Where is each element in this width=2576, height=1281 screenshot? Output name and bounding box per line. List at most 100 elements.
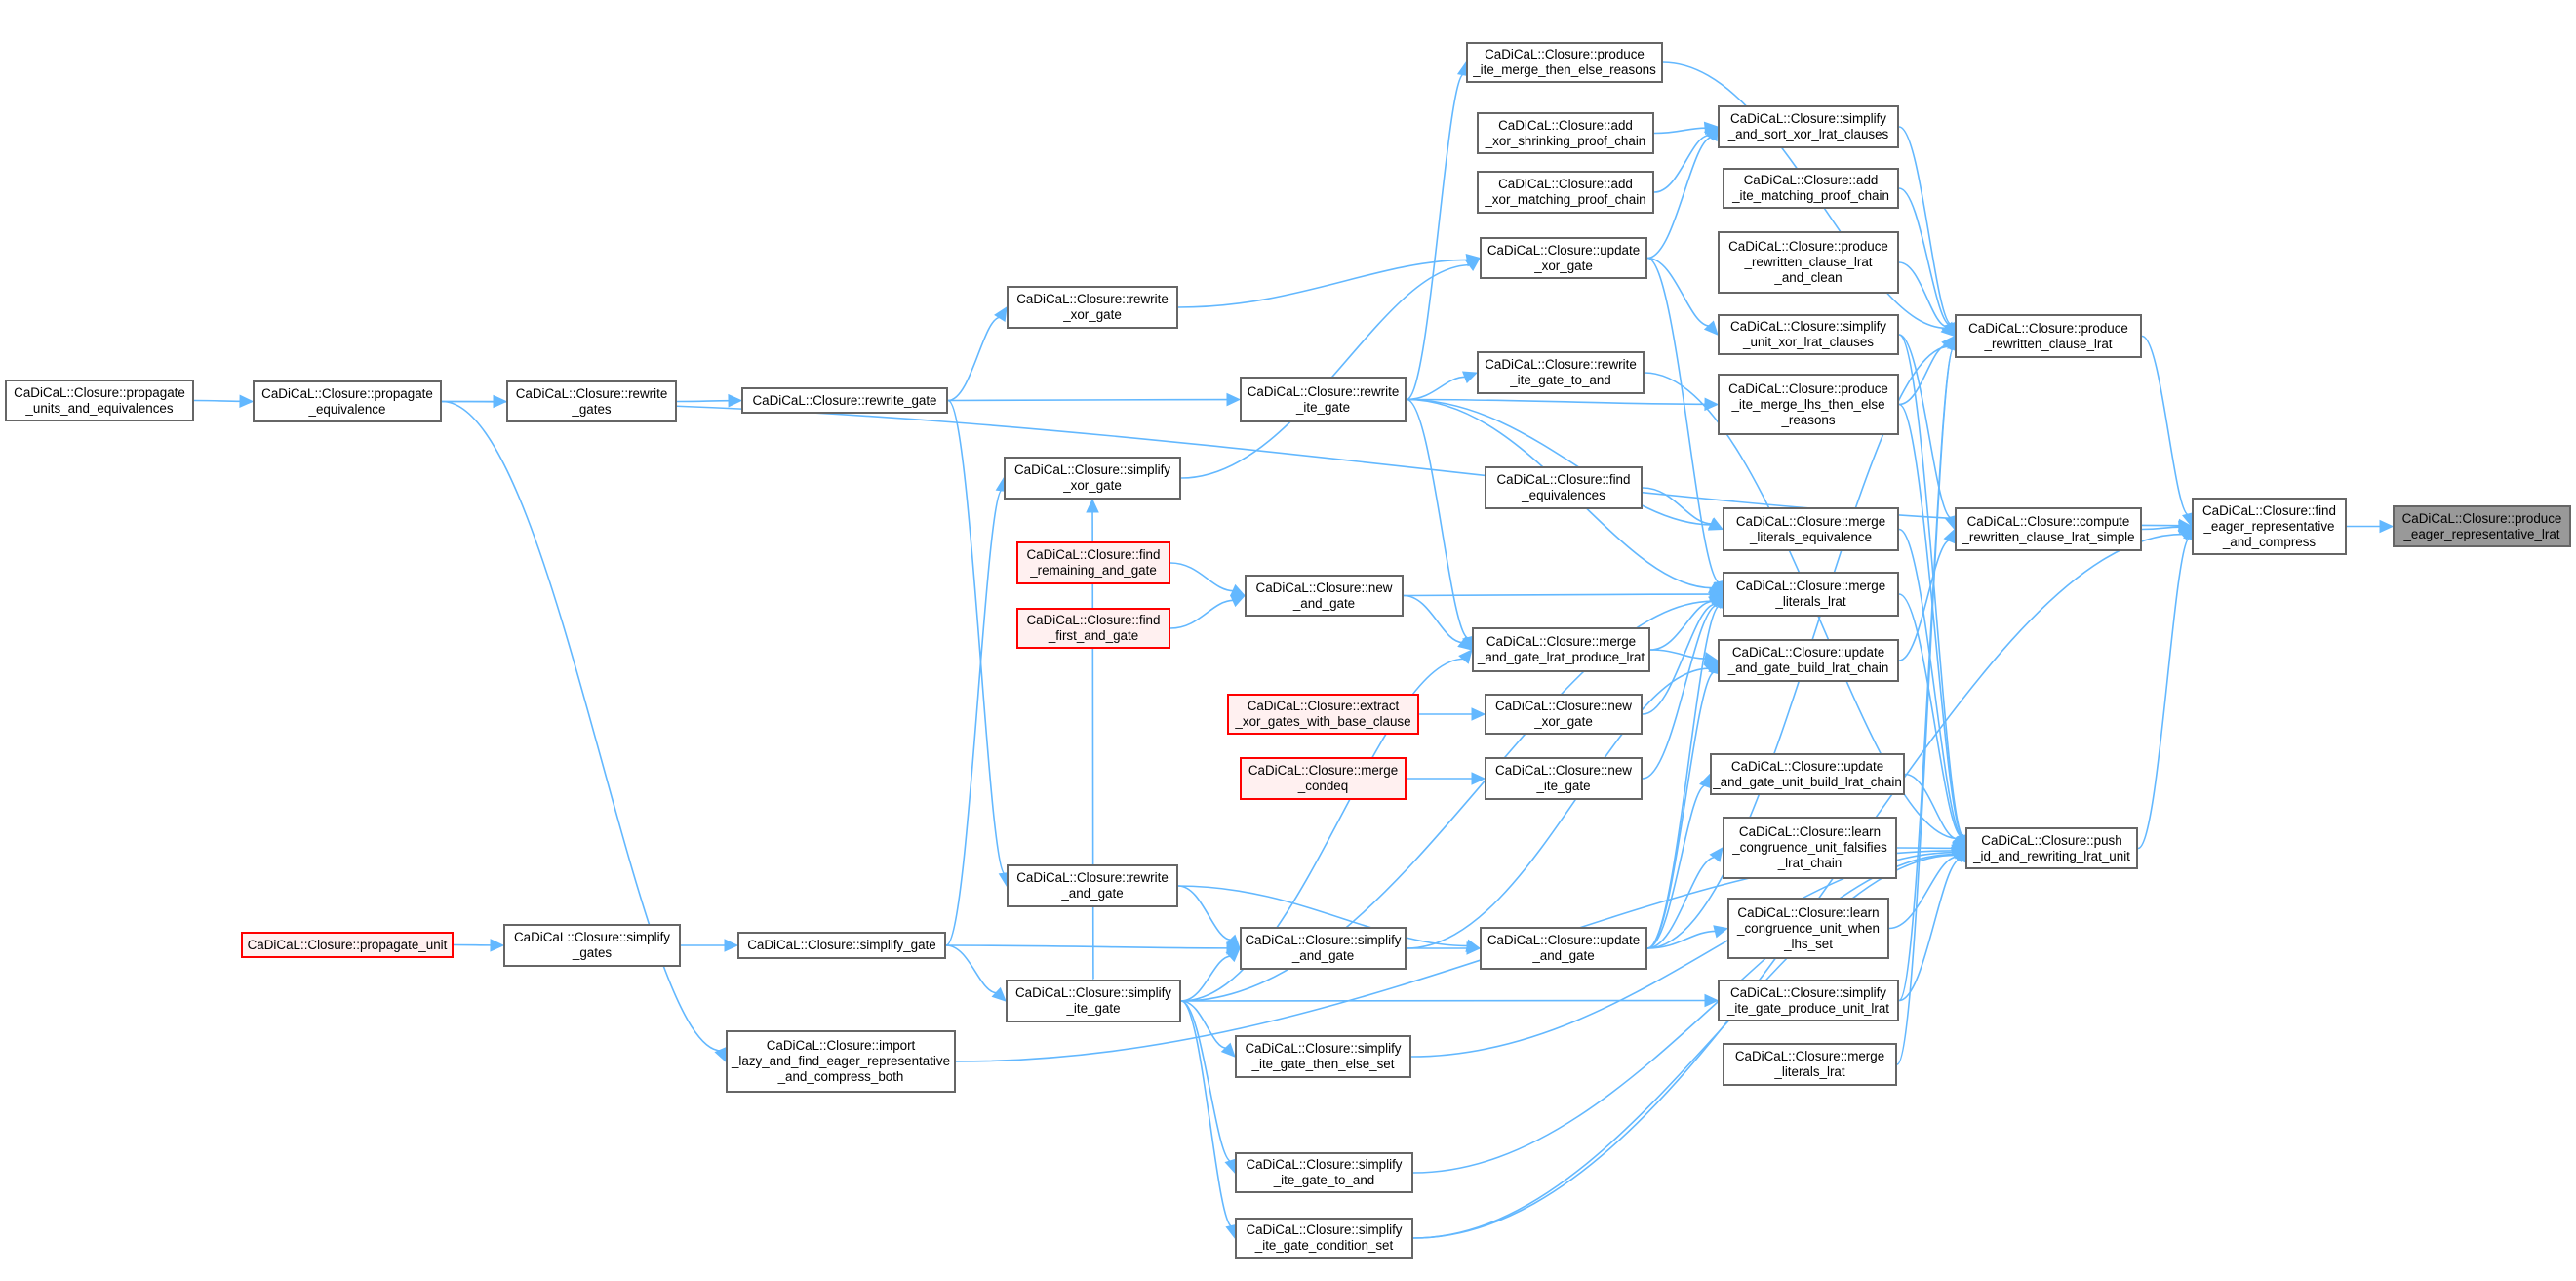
node-label: CaDiCaL::Closure::find _equivalences xyxy=(1496,472,1631,502)
node-update-and-gate[interactable]: CaDiCaL::Closure::update _and_gate xyxy=(1480,927,1647,970)
node-learn-congruence-unit-falsifies-lrat-chain[interactable]: CaDiCaL::Closure::learn _congruence_unit… xyxy=(1723,817,1897,879)
node-simplify-and-gate[interactable]: CaDiCaL::Closure::simplify _and_gate xyxy=(1240,927,1407,970)
node-find-equivalences[interactable]: CaDiCaL::Closure::find _equivalences xyxy=(1485,466,1643,509)
node-simplify-and-sort-xor-lrat-clauses[interactable]: CaDiCaL::Closure::simplify _and_sort_xor… xyxy=(1718,105,1899,148)
arrowhead-icon xyxy=(1709,847,1724,862)
node-extract-xor-gates-with-base-clause[interactable]: CaDiCaL::Closure::extract _xor_gates_wit… xyxy=(1227,694,1419,735)
edge-n25-to-n20 xyxy=(1649,600,1714,651)
node-new-ite-gate[interactable]: CaDiCaL::Closure::new _ite_gate xyxy=(1485,757,1643,800)
edge-n15-to-n47 xyxy=(1898,334,1953,519)
node-label: CaDiCaL::Closure::simplify _and_gate xyxy=(1245,933,1402,963)
node-simplify-ite-gate-produce-unit-lrat[interactable]: CaDiCaL::Closure::simplify _ite_gate_pro… xyxy=(1718,980,1899,1021)
edge-n42-to-n46 xyxy=(1180,1000,1234,1228)
node-label: CaDiCaL::Closure::learn _congruence_unit… xyxy=(1737,904,1880,951)
node-label: CaDiCaL::Closure::learn _congruence_unit… xyxy=(1732,824,1887,870)
node-propagate-equivalence[interactable]: CaDiCaL::Closure::propagate _equivalence xyxy=(253,380,442,422)
node-update-and-gate-unit-build-lrat-chain[interactable]: CaDiCaL::Closure::update _and_gate_unit_… xyxy=(1710,753,1905,795)
node-label: CaDiCaL::Closure::rewrite_gate xyxy=(752,392,937,408)
node-produce-rewritten-clause-lrat[interactable]: CaDiCaL::Closure::produce _rewritten_cla… xyxy=(1955,314,2142,358)
node-compute-rewritten-clause-lrat-simple[interactable]: CaDiCaL::Closure::compute _rewritten_cla… xyxy=(1955,507,2142,551)
node-new-and-gate[interactable]: CaDiCaL::Closure::new _and_gate xyxy=(1245,575,1404,617)
node-label: CaDiCaL::Closure::update _and_gate_build… xyxy=(1727,645,1889,675)
edge-n42-to-n45 xyxy=(1180,1000,1232,1163)
arrowhead-icon xyxy=(1713,925,1729,939)
node-simplify-ite-gate-to-and[interactable]: CaDiCaL::Closure::simplify _ite_gate_to_… xyxy=(1235,1152,1413,1193)
node-propagate-unit[interactable]: CaDiCaL::Closure::propagate_unit xyxy=(241,932,454,958)
arrowhead-icon xyxy=(1465,257,1481,271)
node-find-first-and-gate[interactable]: CaDiCaL::Closure::find _first_and_gate xyxy=(1016,608,1170,649)
arrowhead-icon xyxy=(1704,397,1720,412)
node-simplify-gate[interactable]: CaDiCaL::Closure::simplify_gate xyxy=(737,932,946,959)
edge-n13-to-n48 xyxy=(1898,187,1952,327)
arrowhead-icon xyxy=(1708,593,1724,608)
edge-n33-to-n32 xyxy=(1888,856,1958,930)
node-rewrite-gate[interactable]: CaDiCaL::Closure::rewrite_gate xyxy=(741,387,948,414)
node-label: CaDiCaL::Closure::propagate _units_and_e… xyxy=(14,384,185,416)
edge-n19-to-n32 xyxy=(1898,528,1963,838)
edge-n42-to-n7 xyxy=(1091,510,1094,981)
edge-n7-to-n8 xyxy=(1180,263,1471,479)
node-new-xor-gate[interactable]: CaDiCaL::Closure::new _xor_gate xyxy=(1485,694,1643,735)
node-simplify-gates[interactable]: CaDiCaL::Closure::simplify _gates xyxy=(503,924,681,967)
node-import-lazy-and-find-eager-representative-and-compress-both[interactable]: CaDiCaL::Closure::import _lazy_and_find_… xyxy=(726,1030,956,1093)
node-produce-ite-merge-lhs-then-else-reasons[interactable]: CaDiCaL::Closure::produce _ite_merge_lhs… xyxy=(1718,374,1899,435)
arrowhead-icon xyxy=(1951,844,1967,858)
node-add-xor-matching-proof-chain[interactable]: CaDiCaL::Closure::add _xor_matching_proo… xyxy=(1477,171,1654,214)
edge-n22-to-n24 xyxy=(1169,562,1235,592)
arrowhead-icon xyxy=(1471,707,1486,721)
edge-n39-to-n7 xyxy=(945,489,1004,946)
node-merge-literals-lrat[interactable]: CaDiCaL::Closure::merge _literals_lrat xyxy=(1723,1043,1897,1086)
node-label: CaDiCaL::Closure::produce _eager_represe… xyxy=(2401,510,2562,541)
node-label: CaDiCaL::Closure::push _id_and_rewriting… xyxy=(1973,832,2130,863)
node-add-xor-shrinking-proof-chain[interactable]: CaDiCaL::Closure::add _xor_shrinking_pro… xyxy=(1477,112,1654,154)
node-label: CaDiCaL::Closure::find _first_and_gate xyxy=(1026,613,1161,643)
edge-n39-to-n42 xyxy=(945,944,998,994)
node-label: CaDiCaL::Closure::simplify _ite_gate xyxy=(1015,985,1171,1016)
node-push-id-and-rewriting-lrat-unit[interactable]: CaDiCaL::Closure::push _id_and_rewriting… xyxy=(1965,827,2138,869)
node-simplify-ite-gate-condition-set[interactable]: CaDiCaL::Closure::simplify _ite_gate_con… xyxy=(1235,1218,1413,1259)
node-simplify-xor-gate[interactable]: CaDiCaL::Closure::simplify _xor_gate xyxy=(1004,457,1181,500)
node-merge-condeq[interactable]: CaDiCaL::Closure::merge _condeq xyxy=(1240,757,1407,800)
node-learn-congruence-unit-when-lhs-set[interactable]: CaDiCaL::Closure::learn _congruence_unit… xyxy=(1727,898,1889,959)
edge-n25-to-n21 xyxy=(1649,649,1707,660)
edge-n4-to-n6 xyxy=(947,316,1001,402)
node-simplify-unit-xor-lrat-clauses[interactable]: CaDiCaL::Closure::simplify _unit_xor_lra… xyxy=(1718,314,1899,355)
node-label: CaDiCaL::Closure::rewrite _xor_gate xyxy=(1016,292,1169,322)
arrowhead-icon xyxy=(991,986,1007,1002)
node-produce-rewritten-clause-lrat-and-clean[interactable]: CaDiCaL::Closure::produce _rewritten_cla… xyxy=(1718,231,1899,294)
node-rewrite-gates[interactable]: CaDiCaL::Closure::rewrite _gates xyxy=(506,380,677,422)
node-label: CaDiCaL::Closure::import _lazy_and_find_… xyxy=(731,1038,951,1084)
node-simplify-ite-gate-then-else-set[interactable]: CaDiCaL::Closure::simplify _ite_gate_the… xyxy=(1235,1035,1411,1078)
edge-n8-to-n12 xyxy=(1646,136,1713,260)
node-rewrite-ite-gate-to-and[interactable]: CaDiCaL::Closure::rewrite _ite_gate_to_a… xyxy=(1477,351,1645,394)
node-update-xor-gate[interactable]: CaDiCaL::Closure::update _xor_gate xyxy=(1480,237,1647,279)
node-merge-and-gate-lrat-produce-lrat[interactable]: CaDiCaL::Closure::merge _and_gate_lrat_p… xyxy=(1472,627,1650,672)
edge-n5-to-n19 xyxy=(1406,398,1712,526)
node-label: CaDiCaL::Closure::compute _rewritten_cla… xyxy=(1962,513,2135,544)
edge-n30-to-n32 xyxy=(1904,773,1959,841)
node-label: CaDiCaL::Closure::merge _and_gate_lrat_p… xyxy=(1477,634,1645,664)
node-add-ite-matching-proof-chain[interactable]: CaDiCaL::Closure::add _ite_matching_proo… xyxy=(1723,168,1899,209)
node-rewrite-ite-gate[interactable]: CaDiCaL::Closure::rewrite _ite_gate xyxy=(1240,377,1407,422)
node-simplify-ite-gate[interactable]: CaDiCaL::Closure::simplify _ite_gate xyxy=(1006,980,1181,1022)
node-find-remaining-and-gate[interactable]: CaDiCaL::Closure::find _remaining_and_ga… xyxy=(1016,541,1170,584)
node-merge-literals-equivalence[interactable]: CaDiCaL::Closure::merge _literals_equiva… xyxy=(1723,507,1899,551)
node-update-and-gate-build-lrat-chain[interactable]: CaDiCaL::Closure::update _and_gate_build… xyxy=(1718,639,1899,682)
edge-n24-to-n25 xyxy=(1403,594,1463,644)
node-rewrite-xor-gate[interactable]: CaDiCaL::Closure::rewrite _xor_gate xyxy=(1007,286,1178,329)
node-produce-ite-merge-then-else-reasons[interactable]: CaDiCaL::Closure::produce _ite_merge_the… xyxy=(1466,42,1663,83)
arrowhead-icon xyxy=(1229,594,1247,608)
node-label: CaDiCaL::Closure::merge _condeq xyxy=(1248,763,1399,793)
arrowhead-icon xyxy=(1704,993,1720,1008)
edge-n3-to-n4 xyxy=(676,399,731,403)
node-merge-literals-lrat[interactable]: CaDiCaL::Closure::merge _literals_lrat xyxy=(1723,572,1899,617)
node-rewrite-and-gate[interactable]: CaDiCaL::Closure::rewrite _and_gate xyxy=(1007,864,1178,907)
node-label: CaDiCaL::Closure::new _ite_gate xyxy=(1495,763,1632,793)
node-label: CaDiCaL::Closure::simplify _xor_gate xyxy=(1014,462,1170,493)
arrowhead-icon xyxy=(1471,772,1486,785)
node-find-eager-representative-and-compress[interactable]: CaDiCaL::Closure::find _eager_representa… xyxy=(2192,498,2347,555)
arrowhead-icon xyxy=(1941,321,1956,338)
node-propagate-units-and-equivalences[interactable]: CaDiCaL::Closure::propagate _units_and_e… xyxy=(5,380,194,421)
arrowhead-icon xyxy=(1229,583,1247,597)
node-produce-eager-representative-lrat: CaDiCaL::Closure::produce _eager_represe… xyxy=(2393,505,2571,547)
